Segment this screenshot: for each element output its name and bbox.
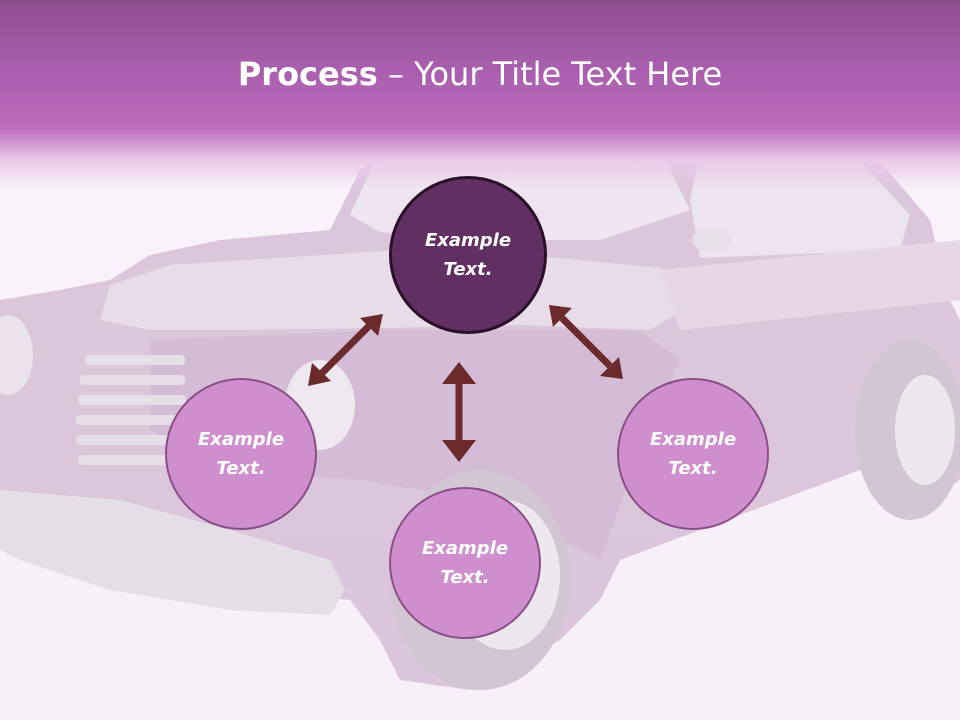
center-node[interactable]: Example Text. (389, 176, 547, 334)
title-rest: – Your Title Text Here (377, 55, 723, 93)
arrow-center-right (549, 305, 623, 379)
left-node[interactable]: Example Text. (165, 378, 317, 530)
slide-title: Process – Your Title Text Here (0, 52, 960, 96)
arrow-center-bottom (442, 362, 476, 462)
bottom-node[interactable]: Example Text. (389, 487, 541, 639)
center-node-label: Example Text. (424, 230, 512, 280)
right-node[interactable]: Example Text. (617, 378, 769, 530)
right-node-label: Example Text. (649, 429, 737, 479)
left-node-label: Example Text. (197, 429, 285, 479)
bottom-node-label: Example Text. (421, 538, 509, 588)
title-banner (0, 0, 960, 190)
title-bold: Process (237, 55, 378, 93)
arrow-center-left (308, 314, 383, 386)
